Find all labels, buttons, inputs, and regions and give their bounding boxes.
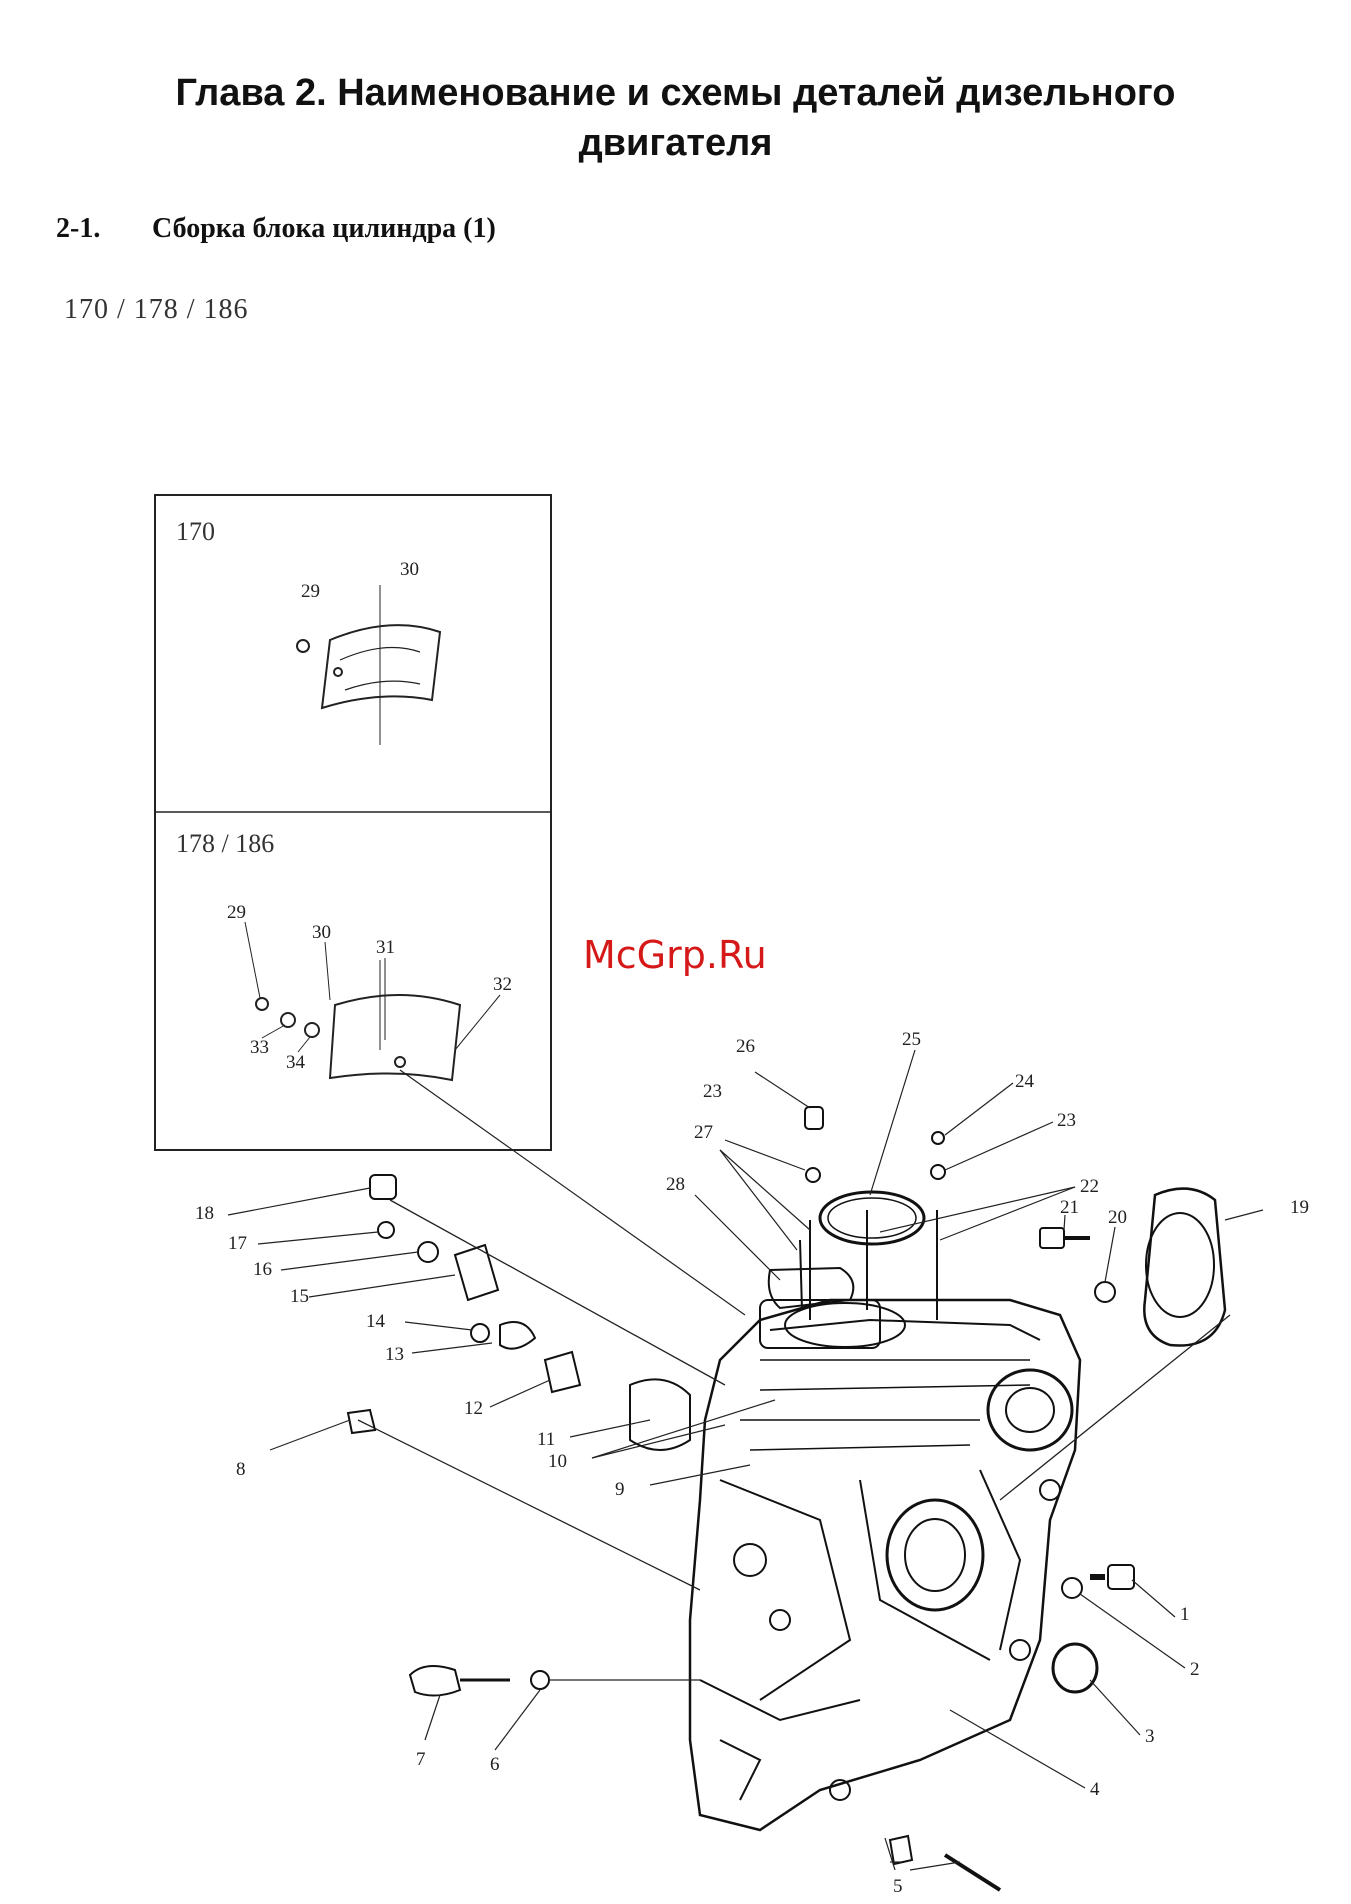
callout-15: 15 [290,1286,309,1307]
inset170-callout-29: 29 [301,581,320,602]
inset-label-170: 170 [176,517,215,546]
callout-17: 17 [228,1233,247,1254]
callout-11: 11 [537,1429,555,1450]
callout-12: 12 [464,1398,483,1419]
callout-24: 24 [1015,1071,1035,1092]
callout-2: 2 [1190,1659,1200,1680]
callout-27: 27 [694,1122,713,1143]
exploded-parts [348,1107,1225,1890]
inset-box: 170 178 / 186 29 30 29 30 31 32 33 [155,495,551,1150]
callout-4: 4 [1090,1779,1100,1800]
inset178-callout-33: 33 [250,1037,269,1058]
watermark: McGrp.Ru [583,933,767,977]
inset178-callout-29: 29 [227,902,246,923]
callout-7: 7 [416,1749,426,1770]
callout-14: 14 [366,1311,386,1332]
inset-label-178-186: 178 / 186 [176,829,274,858]
callout-22: 22 [1080,1176,1099,1197]
callout-8: 8 [236,1459,246,1480]
callout-26: 26 [736,1036,755,1057]
callout-25: 25 [902,1029,921,1050]
callout-23-left: 23 [703,1081,722,1102]
cover-plate-170 [297,585,440,745]
callout-28: 28 [666,1174,685,1195]
callout-9: 9 [615,1479,625,1500]
callout-5: 5 [893,1876,903,1897]
callout-16: 16 [253,1259,272,1280]
callout-23-right: 23 [1057,1110,1076,1131]
callout-18: 18 [195,1203,214,1224]
callout-20: 20 [1108,1207,1127,1228]
callout-3: 3 [1145,1726,1155,1747]
inset178-callout-30: 30 [312,922,331,943]
callout-6: 6 [490,1754,500,1775]
callout-19: 19 [1290,1197,1309,1218]
callout-13: 13 [385,1344,404,1365]
callout-21: 21 [1060,1197,1079,1218]
inset178-callout-31: 31 [376,937,395,958]
cylinder-block [690,1300,1080,1830]
inset178-callout-34: 34 [286,1052,306,1073]
callout-1: 1 [1180,1604,1190,1625]
inset170-callout-30: 30 [400,559,419,580]
inset178-callout-32: 32 [493,974,512,995]
callout-10: 10 [548,1451,567,1472]
